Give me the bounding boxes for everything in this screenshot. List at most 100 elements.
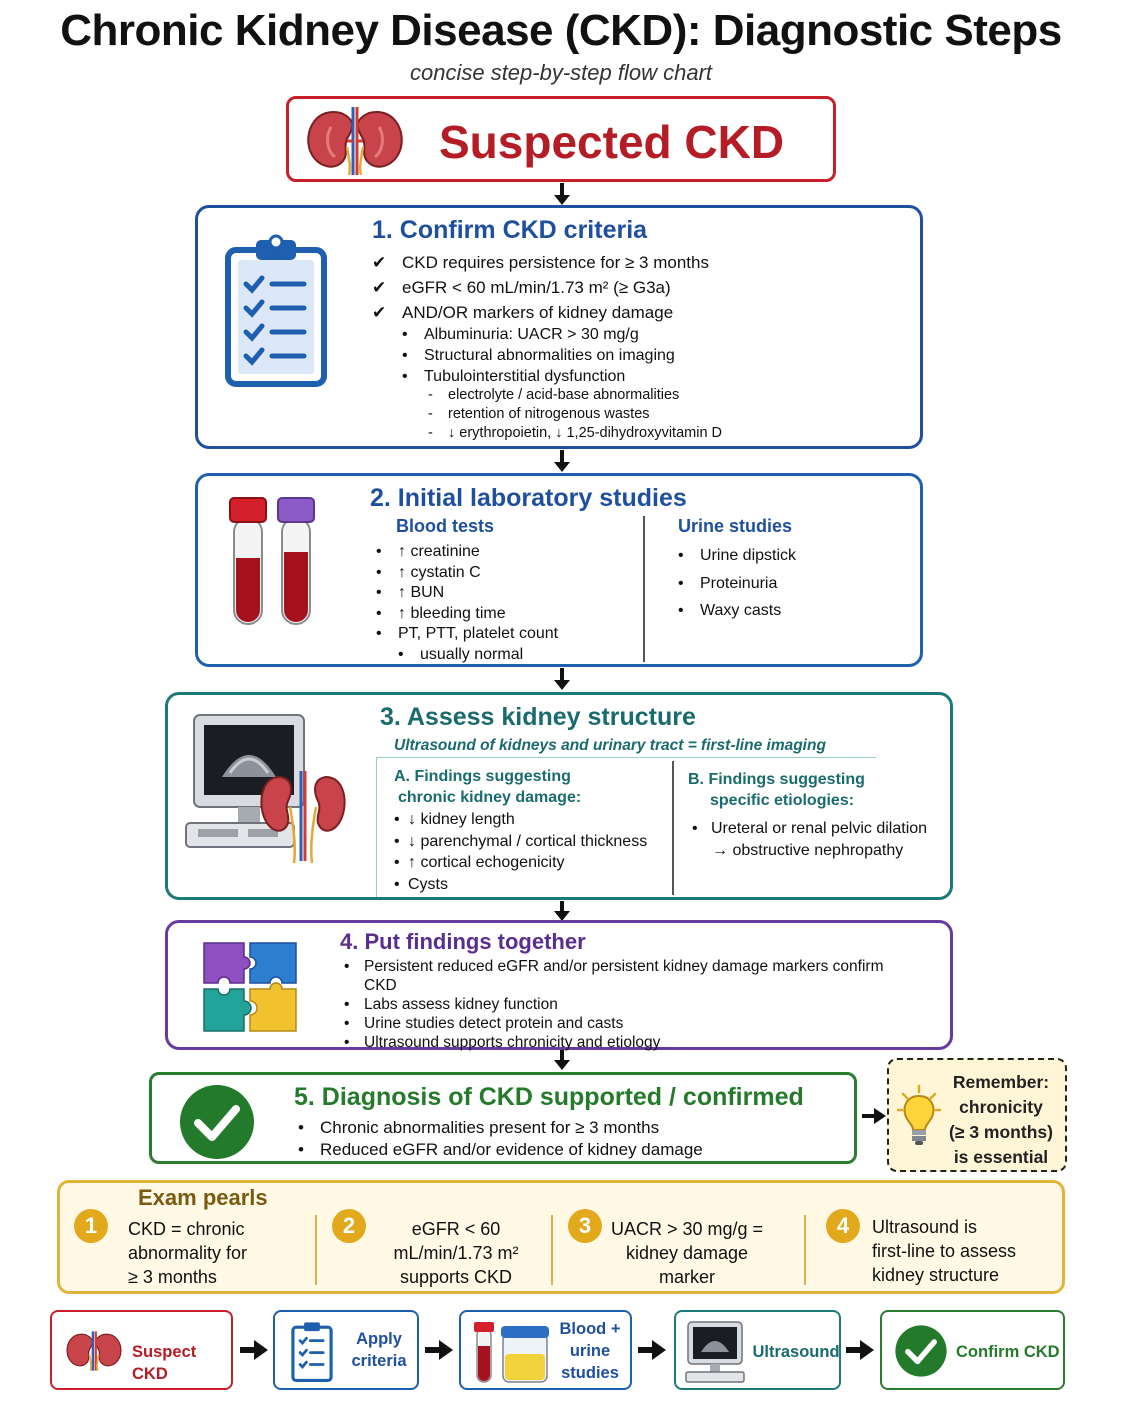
- findings-a-list: ↓ kidney length ↓ parenchymal / cortical…: [394, 809, 647, 895]
- right-arrow: [862, 1108, 886, 1124]
- urine-studies-heading: Urine studies: [678, 516, 793, 536]
- summary-label: Confirm CKD: [956, 1343, 1060, 1361]
- lightbulb-icon: [897, 1084, 941, 1145]
- remember-callout: Remember: chronicity (≥ 3 months) is ess…: [887, 1058, 1067, 1172]
- exam-pearls-title: Exam pearls: [138, 1185, 268, 1210]
- step-5-diagnosis-box: 5. Diagnosis of CKD supported / confirme…: [149, 1072, 857, 1164]
- list-item: electrolyte / acid-base abnormalities: [428, 386, 722, 405]
- kidney-damage-markers-list: Albuminuria: UACR > 30 mg/g Structural a…: [402, 324, 675, 387]
- right-arrow: [425, 1340, 453, 1360]
- step-3-kidney-structure-box: 3. Assess kidney structure Ultrasound of…: [165, 692, 953, 900]
- down-arrow: [554, 901, 570, 921]
- criteria-checklist: CKD requires persistence for ≥ 3 months …: [372, 250, 709, 325]
- down-arrow: [554, 450, 570, 472]
- findings-b-list: • Ureteral or renal pelvic dilation → ob…: [692, 818, 927, 861]
- blood-tests-list: ↑ creatinine ↑ cystatin C ↑ BUN ↑ bleedi…: [376, 542, 558, 665]
- list-item: ↓ erythropoietin, ↓ 1,25-dihydroxyvitami…: [428, 424, 722, 443]
- summary-confirm-ckd: Confirm CKD: [880, 1310, 1065, 1390]
- pearl-3-text: UACR > 30 mg/g = kidney damage marker: [610, 1219, 764, 1287]
- kidneys-icon: [307, 107, 403, 175]
- findings-b-heading: B. Findings suggesting specific etiologi…: [688, 771, 865, 809]
- blood-tests-heading: Blood tests: [396, 516, 495, 536]
- pearl-2-text: eGFR < 60 mL/min/1.73 m² supports CKD: [393, 1219, 519, 1287]
- summary-label: Suspect CKD: [132, 1343, 197, 1383]
- list-item: Urine dipstick: [678, 542, 796, 570]
- pearl-number-badge: 1: [74, 1209, 108, 1243]
- clipboard-checklist-icon: [225, 234, 327, 387]
- summary-ultrasound: Ultrasound: [674, 1310, 841, 1390]
- summary-label: Apply criteria: [351, 1330, 407, 1370]
- list-item: retention of nitrogenous wastes: [428, 405, 722, 424]
- list-item: ↑ bleeding time: [376, 604, 558, 625]
- list-item: • Ureteral or renal pelvic dilation: [692, 820, 928, 837]
- down-arrow: [554, 183, 570, 205]
- step-2-lab-studies-box: 2. Initial laboratory studies Blood test…: [195, 473, 923, 667]
- pearl-4-text: Ultrasound is first-line to assess kidne…: [872, 1217, 1017, 1285]
- list-item-continuation: usually normal: [376, 645, 558, 666]
- list-item: Reduced eGFR and/or evidence of kidney d…: [298, 1139, 703, 1161]
- list-item: PT, PTT, platelet count: [376, 624, 558, 645]
- pearl-number-badge: 4: [826, 1209, 860, 1243]
- findings-panel: [376, 757, 876, 897]
- list-item: Persistent reduced eGFR and/or persisten…: [344, 957, 904, 995]
- step-5-title: 5. Diagnosis of CKD supported / confirme…: [294, 1083, 804, 1111]
- list-item: Urine studies detect protein and casts: [344, 1014, 904, 1033]
- checklist-item: CKD requires persistence for ≥ 3 months: [372, 250, 709, 275]
- exam-pearls-panel: Exam pearls 1 CKD = chronic abnormality …: [57, 1180, 1065, 1294]
- pearl-divider: [551, 1215, 553, 1285]
- list-item: ↑ cortical echogenicity: [394, 852, 647, 874]
- ultrasound-monitor-icon: [685, 1321, 745, 1383]
- down-arrow: [554, 668, 570, 690]
- list-item: ↑ BUN: [376, 583, 558, 604]
- step-1-confirm-criteria-box: 1. Confirm CKD criteria CKD requires per…: [195, 205, 923, 449]
- summary-blood-urine-studies: Blood + urine studies: [459, 1310, 632, 1390]
- page-subtitle: concise step-by-step flow chart: [409, 60, 713, 85]
- step-4-title: 4. Put findings together: [340, 929, 586, 954]
- list-item: Labs assess kidney function: [344, 995, 904, 1014]
- list-item: Structural abnormalities on imaging: [402, 345, 675, 366]
- ultrasound-monitor-icon: [185, 714, 346, 864]
- pearl-divider: [804, 1215, 806, 1285]
- list-item: Cysts: [394, 874, 647, 896]
- puzzle-icon: [203, 942, 297, 1032]
- column-divider: [643, 516, 645, 662]
- step-1-title: 1. Confirm CKD criteria: [372, 216, 648, 244]
- right-arrow: [240, 1340, 268, 1360]
- pearl-1-text: CKD = chronic abnormality for ≥ 3 months: [128, 1219, 248, 1287]
- list-item: Waxy casts: [678, 597, 796, 625]
- kidneys-icon: [66, 1331, 122, 1371]
- urine-studies-list: Urine dipstick Proteinuria Waxy casts: [678, 542, 796, 625]
- step-3-title: 3. Assess kidney structure: [380, 703, 696, 731]
- blood-tubes-icon: [229, 497, 315, 625]
- column-divider: [672, 761, 674, 895]
- pearl-number-badge: 2: [332, 1209, 366, 1243]
- blood-urine-sample-icon: [474, 1322, 549, 1383]
- pearl-divider: [315, 1215, 317, 1285]
- list-item: Tubulointerstitial dysfunction: [402, 366, 675, 387]
- step-2-title: 2. Initial laboratory studies: [370, 484, 687, 512]
- list-item: Ultrasound supports chronicity and etiol…: [344, 1033, 904, 1052]
- checkmark-circle-icon: [180, 1085, 254, 1159]
- remember-text: Remember: chronicity (≥ 3 months) is ess…: [949, 1072, 1053, 1167]
- ultrasound-first-line-note: Ultrasound of kidneys and urinary tract …: [394, 737, 826, 754]
- step-4-put-findings-together-box: 4. Put findings together Persistent redu…: [165, 920, 953, 1052]
- list-item: ↑ cystatin C: [376, 563, 558, 584]
- down-arrow: [554, 1050, 570, 1070]
- list-item: ↓ kidney length: [394, 809, 647, 831]
- put-together-list: Persistent reduced eGFR and/or persisten…: [344, 957, 904, 1052]
- summary-label: Ultrasound: [752, 1343, 840, 1361]
- pearl-number-badge: 3: [568, 1209, 602, 1243]
- suspected-ckd-box: Suspected CKD: [286, 96, 836, 182]
- checkmark-circle-icon: [895, 1325, 947, 1377]
- list-item: ↓ parenchymal / cortical thickness: [394, 831, 647, 853]
- tubulointerstitial-dysfunction-list: electrolyte / acid-base abnormalities re…: [428, 386, 722, 443]
- summary-suspect-ckd: Suspect CKD: [50, 1310, 233, 1390]
- page-title: Chronic Kidney Disease (CKD): Diagnostic…: [60, 6, 1062, 55]
- list-item-continuation: → obstructive nephropathy: [712, 841, 904, 859]
- summary-label: Blood + urine studies: [559, 1320, 621, 1382]
- checklist-item: eGFR < 60 mL/min/1.73 m² (≥ G3a): [372, 275, 709, 300]
- right-arrow: [846, 1340, 874, 1360]
- summary-apply-criteria: Apply criteria: [273, 1310, 419, 1390]
- findings-a-heading: A. Findings suggesting chronic kidney da…: [394, 768, 582, 806]
- list-item: Albuminuria: UACR > 30 mg/g: [402, 324, 675, 345]
